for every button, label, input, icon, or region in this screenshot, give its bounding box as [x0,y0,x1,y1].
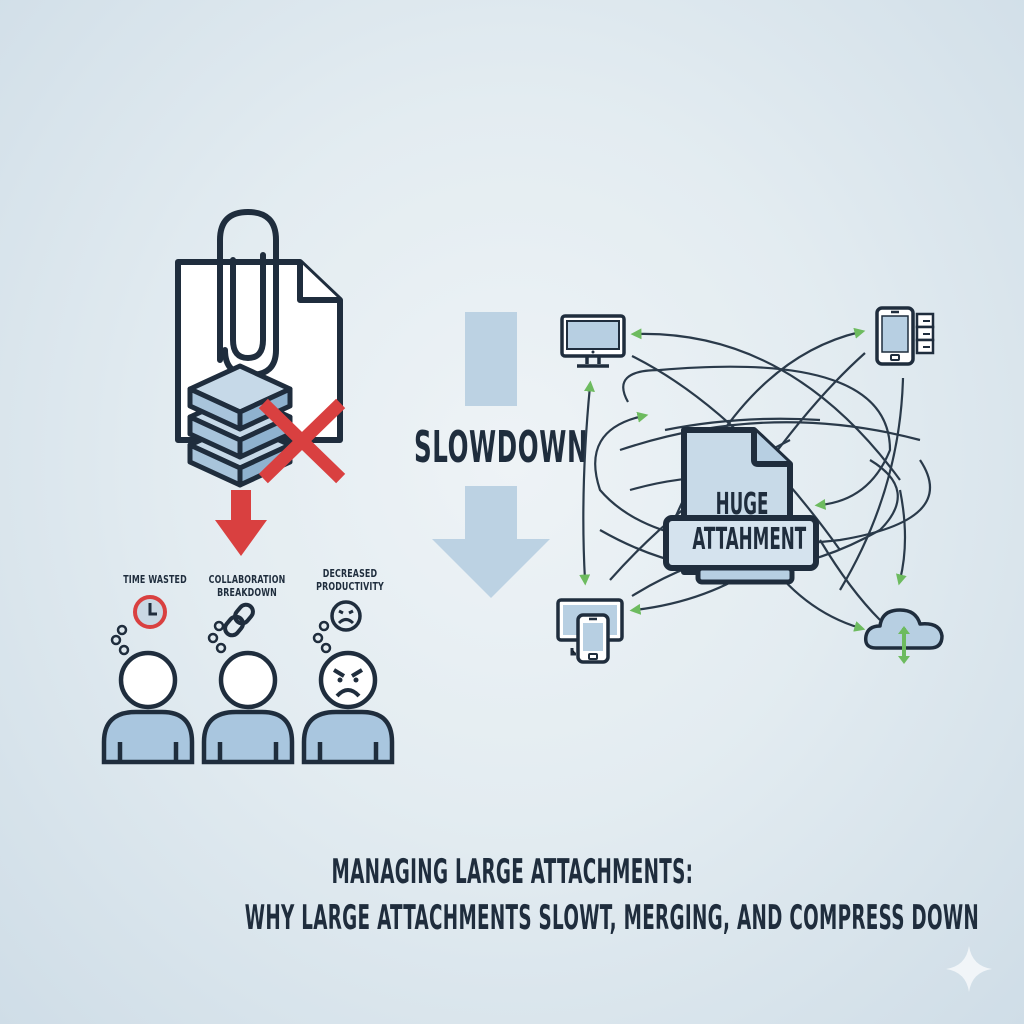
sparkle-icon [946,946,992,992]
impact-label-time-wasted: TIME WASTED [123,573,187,586]
huge-attachment-line2: ATTAHMENT [692,522,807,557]
red-x-icon [258,398,346,484]
smartphone-server-icon [875,306,935,366]
cloud-sync-icon [863,608,944,664]
red-down-arrow-icon [215,490,267,556]
broken-link-icon [207,602,255,654]
person-neutral-2 [201,650,295,765]
huge-attachment-file-icon [663,427,819,585]
person-neutral-1 [101,650,195,765]
attachment-document-icon [175,208,343,488]
huge-attachment-label: HUGE ATTAHMENT [662,488,822,558]
person-angry [301,650,395,765]
desktop-monitor-icon [560,314,626,368]
impact-label-collaboration-breakdown: COLLABORATION BREAKDOWN [208,573,286,599]
title-line-2: WHY LARGE ATTACHMENTS SLOWT, MERGING, AN… [244,898,980,938]
people-group [101,650,395,765]
title-line-1: MANAGING LARGE ATTACHMENTS: [331,852,693,892]
huge-attachment-line1: HUGE [715,487,769,522]
sad-face-icon [312,600,362,654]
impact-label-decreased-productivity: DECREASED PRODUCTIVITY [316,567,384,593]
clock-icon [110,595,167,656]
slowdown-label: SLOWDOWN [414,422,589,473]
monitor-phone-icon [556,598,624,664]
faded-down-arrow-icon [432,312,550,598]
